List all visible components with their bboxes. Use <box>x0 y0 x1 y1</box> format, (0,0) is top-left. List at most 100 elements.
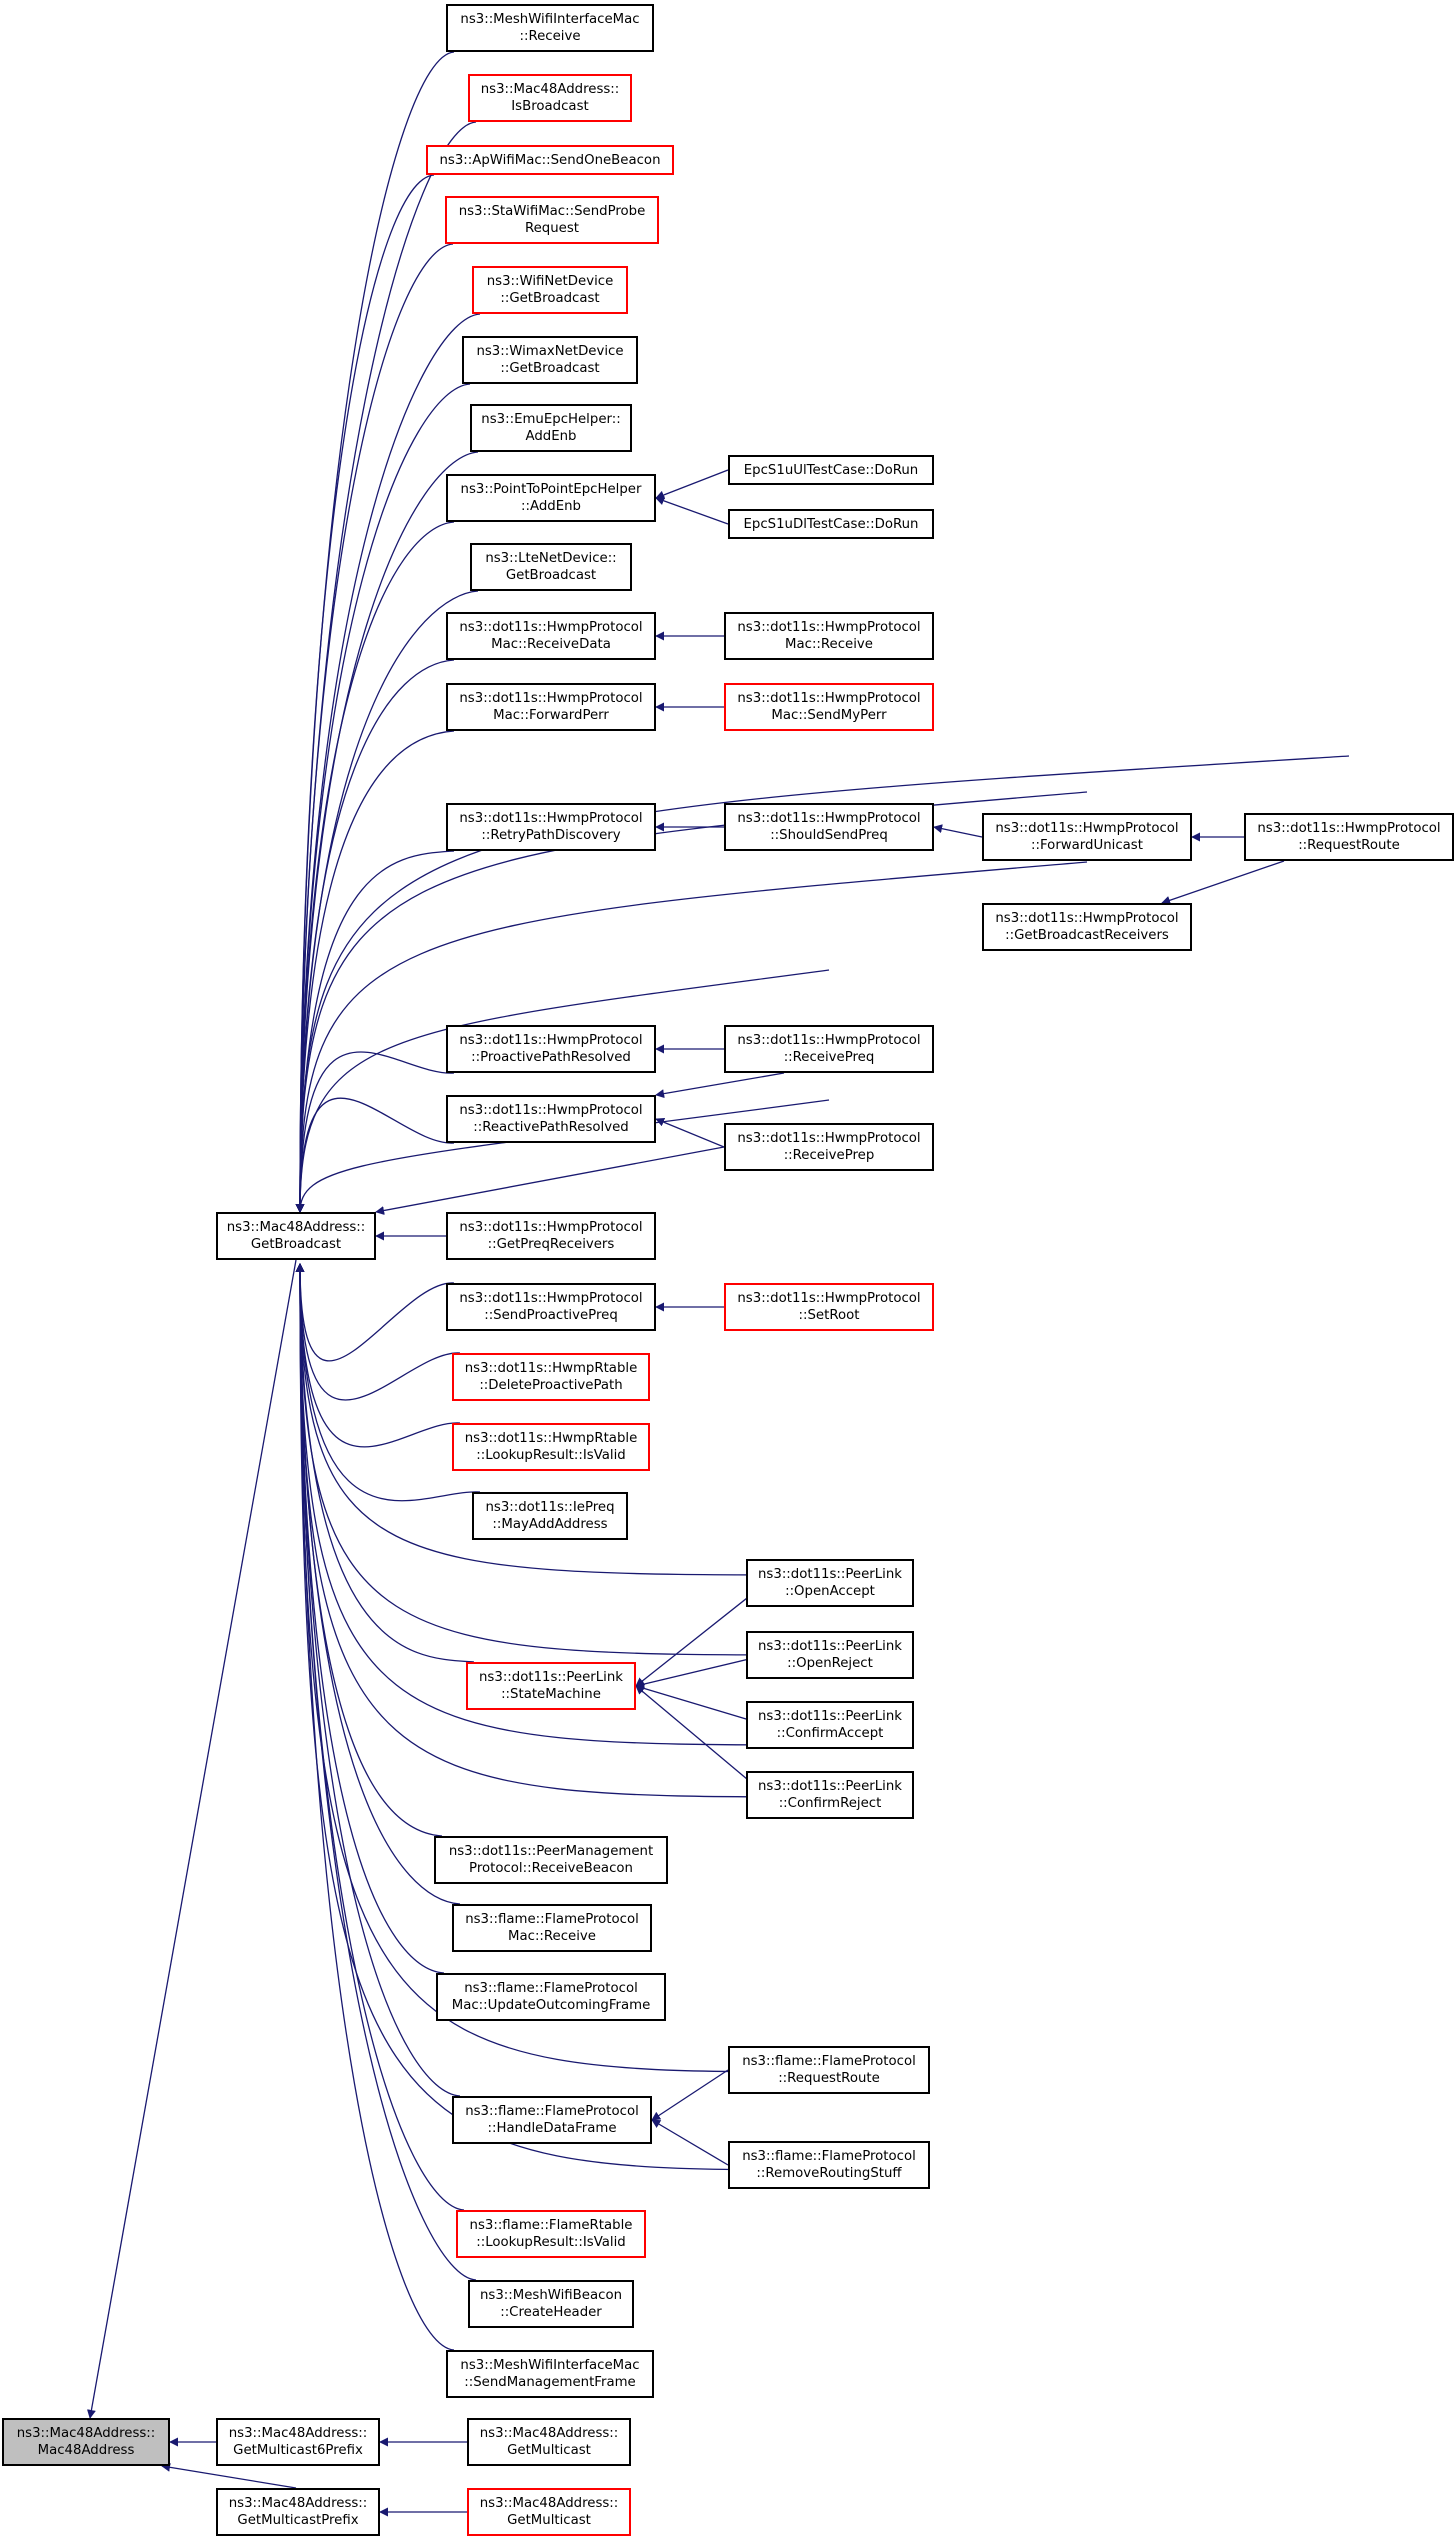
node-wifinetdev[interactable]: ns3::WifiNetDevice::GetBroadcast <box>472 266 628 314</box>
node-getpreqrx[interactable]: ns3::dot11s::HwmpProtocol::GetPreqReceiv… <box>446 1212 656 1260</box>
node-label-line: Mac::ForwardPerr <box>493 708 609 723</box>
node-label-line: Mac::Receive <box>785 637 873 652</box>
edge-gb-arc-flame_reqroute <box>295 1263 830 2073</box>
node-delproactive[interactable]: ns3::dot11s::HwmpRtable::DeleteProactive… <box>452 1353 650 1401</box>
node-wimaxnetdev[interactable]: ns3::WimaxNetDevice::GetBroadcast <box>462 336 638 384</box>
node-label-line: ns3::dot11s::HwmpRtable <box>464 1361 638 1376</box>
node-label-line: ns3::dot11s::HwmpProtocol <box>737 620 921 635</box>
node-label-line: ns3::dot11s::HwmpProtocol <box>459 620 643 635</box>
node-label-line: ns3::flame::FlameProtocol <box>742 2054 916 2069</box>
node-label-line: ns3::flame::FlameProtocol <box>465 1912 639 1927</box>
node-statemachine[interactable]: ns3::dot11s::PeerLink::StateMachine <box>466 1662 636 1710</box>
edge-handle-req <box>651 2069 729 2121</box>
node-label-line: ::GetBroadcast <box>500 361 600 376</box>
node-iepreq[interactable]: ns3::dot11s::IePreq::MayAddAddress <box>472 1492 628 1540</box>
node-label-line: GetBroadcast <box>250 1237 342 1252</box>
node-epcdl[interactable]: EpcS1uDlTestCase::DoRun <box>728 509 934 539</box>
node-meshmac_sendmgmt[interactable]: ns3::MeshWifiInterfaceMac::SendManagemen… <box>446 2350 654 2398</box>
node-p2pepc[interactable]: ns3::PointToPointEpcHelper::AddEnb <box>446 474 656 522</box>
node-flamelookup[interactable]: ns3::flame::FlameRtable::LookupResult::I… <box>456 2210 646 2258</box>
node-label-line: ns3::flame::FlameProtocol <box>464 1981 638 1996</box>
node-getbroadcast[interactable]: ns3::Mac48Address::GetBroadcast <box>216 1212 376 1260</box>
node-reactiveres[interactable]: ns3::dot11s::HwmpProtocol::ReactivePathR… <box>446 1095 656 1143</box>
node-receivepreq[interactable]: ns3::dot11s::HwmpProtocol::ReceivePreq <box>724 1025 934 1073</box>
node-label-line: ns3::dot11s::PeerLink <box>479 1670 623 1685</box>
node-label-line: ::OpenAccept <box>785 1584 875 1599</box>
edge-getbcastrx-req <box>1161 860 1285 905</box>
node-epcul[interactable]: EpcS1uUlTestCase::DoRun <box>728 455 934 485</box>
node-meshbeacon[interactable]: ns3::MeshWifiBeacon::CreateHeader <box>468 2280 634 2328</box>
node-label-line: GetMulticast <box>507 2443 591 2458</box>
node-label-line: ns3::dot11s::HwmpProtocol <box>459 1220 643 1235</box>
node-label-line: ::ForwardUnicast <box>1031 838 1143 853</box>
edge-gb-retrypath <box>295 850 455 1213</box>
node-fwdunicast[interactable]: ns3::dot11s::HwmpProtocol::ForwardUnicas… <box>982 813 1192 861</box>
node-label-line: ns3::dot11s::IePreq <box>485 1500 615 1515</box>
node-label-line: ns3::dot11s::HwmpProtocol <box>459 691 643 706</box>
node-sendproactive[interactable]: ns3::dot11s::HwmpProtocol::SendProactive… <box>446 1283 656 1331</box>
node-label-line: ns3::StaWifiMac::SendProbe <box>458 204 646 219</box>
node-openreject[interactable]: ns3::dot11s::PeerLink::OpenReject <box>746 1631 914 1679</box>
node-label-line: ::RequestRoute <box>778 2071 880 2086</box>
node-getmc_a[interactable]: ns3::Mac48Address::GetMulticast <box>467 2418 631 2466</box>
node-meshmac_receive[interactable]: ns3::MeshWifiInterfaceMac::Receive <box>446 4 654 52</box>
node-label-line: ns3::MeshWifiBeacon <box>479 2288 623 2303</box>
node-label-line: ns3::dot11s::HwmpProtocol <box>995 911 1179 926</box>
edge-should-fwd <box>933 824 983 838</box>
edge-gb-meshmac_sendmgmt <box>295 1263 455 2351</box>
node-flame_handle[interactable]: ns3::flame::FlameProtocol::HandleDataFra… <box>452 2096 652 2144</box>
node-label-line: ::RemoveRoutingStuff <box>756 2166 902 2181</box>
node-setroot[interactable]: ns3::dot11s::HwmpProtocol::SetRoot <box>724 1283 934 1331</box>
node-label-line: ns3::dot11s::HwmpProtocol <box>737 1291 921 1306</box>
node-getmcprefix[interactable]: ns3::Mac48Address::GetMulticastPrefix <box>216 2488 380 2536</box>
node-proactiveres[interactable]: ns3::dot11s::HwmpProtocol::ProactivePath… <box>446 1025 656 1073</box>
node-label-line: ::GetPreqReceivers <box>487 1237 615 1252</box>
node-apsendbeacon[interactable]: ns3::ApWifiMac::SendOneBeacon <box>426 145 674 175</box>
node-mac48[interactable]: ns3::Mac48Address::Mac48Address <box>2 2418 170 2466</box>
node-label-line: ns3::dot11s::HwmpProtocol <box>459 1103 643 1118</box>
edge-gb-receiveprep-line <box>375 1146 725 1215</box>
node-emuepc[interactable]: ns3::EmuEpcHelper::AddEnb <box>470 404 632 452</box>
node-requestroute[interactable]: ns3::dot11s::HwmpProtocol::RequestRoute <box>1244 813 1454 861</box>
node-getbcastrx[interactable]: ns3::dot11s::HwmpProtocol::GetBroadcastR… <box>982 903 1192 951</box>
node-label-line: Request <box>524 221 579 236</box>
node-flame_reqroute[interactable]: ns3::flame::FlameProtocol::RequestRoute <box>728 2046 930 2094</box>
node-retrypath[interactable]: ns3::dot11s::HwmpProtocol::RetryPathDisc… <box>446 803 656 851</box>
node-openaccept[interactable]: ns3::dot11s::PeerLink::OpenAccept <box>746 1559 914 1607</box>
node-confirmaccept[interactable]: ns3::dot11s::PeerLink::ConfirmAccept <box>746 1701 914 1749</box>
node-label-line: EpcS1uDlTestCase::DoRun <box>743 516 919 532</box>
node-label-line: GetMulticast6Prefix <box>233 2443 363 2458</box>
node-receiveprep[interactable]: ns3::dot11s::HwmpProtocol::ReceivePrep <box>724 1123 934 1171</box>
node-getmc_b[interactable]: ns3::Mac48Address::GetMulticast <box>467 2488 631 2536</box>
node-label-line: ::HandleDataFrame <box>487 2121 617 2136</box>
node-getmc6[interactable]: ns3::Mac48Address::GetMulticast6Prefix <box>216 2418 380 2466</box>
node-label-line: ::GetBroadcastReceivers <box>1005 928 1169 943</box>
node-label-line: ::ProactivePathResolved <box>471 1050 631 1065</box>
node-label-line: ns3::dot11s::PeerLink <box>758 1567 902 1582</box>
node-hwmplookup[interactable]: ns3::dot11s::HwmpRtable::LookupResult::I… <box>452 1423 650 1471</box>
node-label-line: ::ShouldSendPreq <box>770 828 888 843</box>
node-label-line: ns3::dot11s::HwmpProtocol <box>737 811 921 826</box>
edge-handle-remove <box>651 2119 729 2166</box>
node-shouldsendpreq[interactable]: ns3::dot11s::HwmpProtocol::ShouldSendPre… <box>724 803 934 851</box>
node-flame_remove[interactable]: ns3::flame::FlameProtocol::RemoveRouting… <box>728 2141 930 2189</box>
node-isbroadcast[interactable]: ns3::Mac48Address::IsBroadcast <box>468 74 632 122</box>
node-label-line: ns3::Mac48Address:: <box>228 2496 368 2511</box>
edge-gb-meshbeacon <box>295 1263 477 2281</box>
node-label-line: ::CreateHeader <box>500 2305 602 2320</box>
node-label-line: ns3::Mac48Address:: <box>480 82 620 97</box>
node-ltenetdev[interactable]: ns3::LteNetDevice::GetBroadcast <box>470 543 632 591</box>
edge-sm-confirmreject <box>635 1685 767 1796</box>
edge-gb-wimaxnetdev <box>295 383 471 1213</box>
edge-p2p-epcul <box>655 469 729 500</box>
node-confirmreject[interactable]: ns3::dot11s::PeerLink::ConfirmReject <box>746 1771 914 1819</box>
